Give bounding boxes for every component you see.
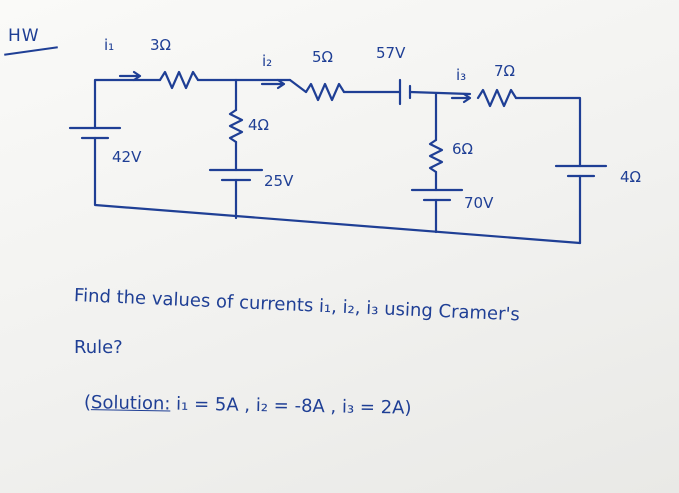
label-i1: i₁: [104, 36, 115, 54]
label-r-4-ohm-mid: 4Ω: [248, 116, 270, 134]
resistor-5-ohm: [304, 82, 346, 102]
resistor-3-ohm: [158, 70, 200, 90]
label-v-70: 70V: [464, 194, 494, 212]
label-v-57: 57V: [376, 44, 406, 62]
battery-70v: [410, 188, 464, 202]
current-arrow-i2: [260, 78, 286, 90]
label-r-3-ohm: 3Ω: [150, 36, 172, 54]
label-v-42: 42V: [112, 148, 142, 166]
battery-25v: [208, 168, 264, 182]
resistor-6-ohm: [428, 138, 444, 174]
label-r-5-ohm: 5Ω: [312, 48, 334, 66]
solution-answer: i₁ = 5A , i₂ = -8A , i₃ = 2A): [170, 393, 412, 419]
problem-statement: Find the values of currents i₁, i₂, i₃ u…: [74, 270, 674, 374]
label-r-7-ohm: 7Ω: [494, 62, 516, 80]
battery-42v: [68, 126, 122, 140]
battery-57v: [398, 78, 412, 106]
label-i3: i₃: [456, 66, 467, 84]
problem-line-2: Rule?: [74, 337, 123, 358]
label-v-25: 25V: [264, 172, 294, 190]
wire-top-right-b: [408, 90, 472, 96]
label-r-4-ohm-right: 4Ω: [620, 168, 642, 186]
label-r-6-ohm: 6Ω: [452, 140, 474, 158]
homework-tag: HW: [8, 26, 40, 46]
wire-top-right-a: [288, 78, 402, 94]
wire-left-lower: [93, 136, 582, 245]
wire-top-far-right: [514, 96, 582, 168]
current-arrow-i3: [450, 92, 472, 104]
resistor-4-ohm-mid: [228, 108, 244, 144]
solution-label: Solution:: [90, 392, 171, 415]
current-arrow-i1: [118, 70, 142, 82]
resistor-7-ohm: [476, 88, 518, 108]
label-i2: i₂: [262, 52, 273, 70]
wire-top-left: [93, 78, 162, 130]
battery-4-ohm-element: [554, 164, 608, 178]
